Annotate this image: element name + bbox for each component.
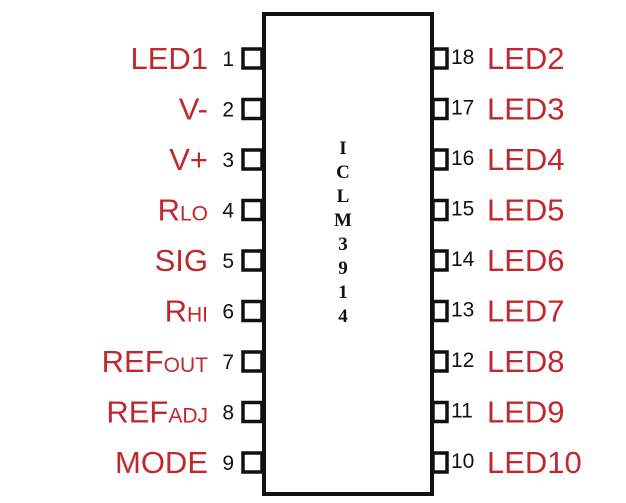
- pin-number: 17: [451, 97, 474, 120]
- pin-label: V+: [169, 142, 208, 177]
- pin-label-main: LED1: [130, 41, 208, 76]
- pin-number: 5: [222, 250, 234, 273]
- pin-label-main: V+: [169, 142, 208, 177]
- chip-name-char: 1: [338, 282, 348, 303]
- pin-label-sub: HI: [187, 304, 208, 327]
- pin-label-main: SIG: [155, 243, 208, 278]
- pin-number: 8: [222, 402, 234, 425]
- pin-label-main: R: [165, 294, 187, 329]
- pin-label: LED10: [487, 445, 582, 480]
- pin-label-sub: LO: [180, 203, 208, 226]
- pin-label-main: REF: [106, 395, 168, 430]
- pin-label-main: V-: [179, 92, 208, 127]
- pin-18: 18 LED2: [431, 41, 565, 76]
- pin-label: REFOUT: [102, 344, 209, 379]
- chip-name-char: 3: [338, 234, 348, 255]
- pin-16: 16 LED4: [431, 142, 565, 177]
- pin-number: 18: [451, 46, 474, 69]
- chip-body: [262, 12, 434, 496]
- pin-lead: [241, 148, 264, 171]
- pin-lead: [241, 400, 264, 424]
- pin-label: RHI: [165, 294, 208, 329]
- pin-label: LED2: [487, 41, 565, 76]
- pin-6: 6 RHI: [165, 294, 264, 329]
- pin-number: 4: [222, 200, 234, 223]
- pin-label-main: MODE: [115, 445, 208, 480]
- pin-label: LED1: [130, 41, 208, 76]
- pin-15: 15 LED5: [431, 193, 565, 228]
- pin-label: LED5: [487, 193, 565, 228]
- pin-lead: [431, 148, 449, 171]
- pin-number: 9: [222, 452, 234, 475]
- pin-label: REFADJ: [106, 395, 208, 430]
- pin-number: 14: [451, 248, 475, 271]
- pin-number: 3: [222, 149, 234, 172]
- pin-label-main: REF: [102, 344, 164, 379]
- pin-8: 8 REFADJ: [106, 395, 264, 430]
- chip-name-char: L: [337, 186, 350, 207]
- pin-number: 6: [222, 301, 234, 324]
- pin-lead: [431, 198, 449, 222]
- pin-lead: [431, 249, 449, 272]
- pin-label: LED8: [487, 344, 565, 379]
- pin-lead: [241, 198, 264, 222]
- pin-number: 7: [222, 351, 234, 374]
- pin-5: 5 SIG: [155, 243, 264, 278]
- pin-2: 2 V-: [179, 92, 264, 127]
- pin-label-sub: OUT: [164, 354, 209, 377]
- pin-lead: [431, 299, 449, 323]
- pin-label: LED3: [487, 92, 565, 127]
- pin-number: 10: [451, 450, 474, 473]
- pin-1: 1 LED1: [130, 41, 264, 76]
- pin-label-sub: ADJ: [168, 405, 208, 428]
- pin-lead: [241, 350, 264, 373]
- pin-label: LED7: [487, 294, 565, 329]
- pin-number: 2: [222, 99, 234, 122]
- pin-label: RLO: [158, 193, 208, 228]
- left-pins: 1LED12V-3V+4RLO5SIG6RHI7REFOUT8REFADJ9MO…: [102, 41, 264, 480]
- pin-label: V-: [179, 92, 208, 127]
- pin-3: 3 V+: [169, 142, 264, 177]
- pin-number: 13: [451, 299, 474, 322]
- pin-11: 11 LED9: [431, 395, 565, 430]
- pin-number: 11: [451, 400, 473, 423]
- pin-4: 4 RLO: [158, 193, 264, 228]
- pin-number: 1: [222, 48, 234, 71]
- chip-name-char: 9: [338, 258, 348, 279]
- pin-lead: [431, 47, 449, 70]
- pin-lead: [241, 299, 264, 323]
- pin-label: LED9: [487, 395, 565, 430]
- chip-name-char: C: [336, 162, 350, 183]
- pin-label: SIG: [155, 243, 208, 278]
- pin-lead: [241, 451, 264, 474]
- pin-14: 14 LED6: [431, 243, 565, 278]
- chip-name-char: M: [334, 210, 352, 231]
- pin-lead: [431, 350, 449, 373]
- chip-name-char: I: [339, 138, 346, 159]
- pin-lead: [241, 249, 264, 272]
- pin-13: 13 LED7: [431, 294, 565, 329]
- pin-number: 12: [451, 349, 474, 372]
- pin-9: 9 MODE: [115, 445, 264, 480]
- pin-10: 10 LED10: [431, 445, 582, 480]
- pin-17: 17 LED3: [431, 92, 565, 127]
- pin-lead: [241, 47, 264, 70]
- pin-label: LED6: [487, 243, 565, 278]
- pin-12: 12 LED8: [431, 344, 565, 379]
- chip-name-char: 4: [338, 306, 348, 327]
- pin-lead: [241, 97, 264, 121]
- pin-lead: [431, 400, 449, 424]
- pin-lead: [431, 451, 449, 474]
- pin-number: 16: [451, 147, 474, 170]
- pin-7: 7 REFOUT: [102, 344, 264, 379]
- pin-number: 15: [451, 198, 474, 221]
- pin-label-main: R: [158, 193, 180, 228]
- pin-lead: [431, 97, 449, 121]
- pin-label: MODE: [115, 445, 208, 480]
- pin-label: LED4: [487, 142, 565, 177]
